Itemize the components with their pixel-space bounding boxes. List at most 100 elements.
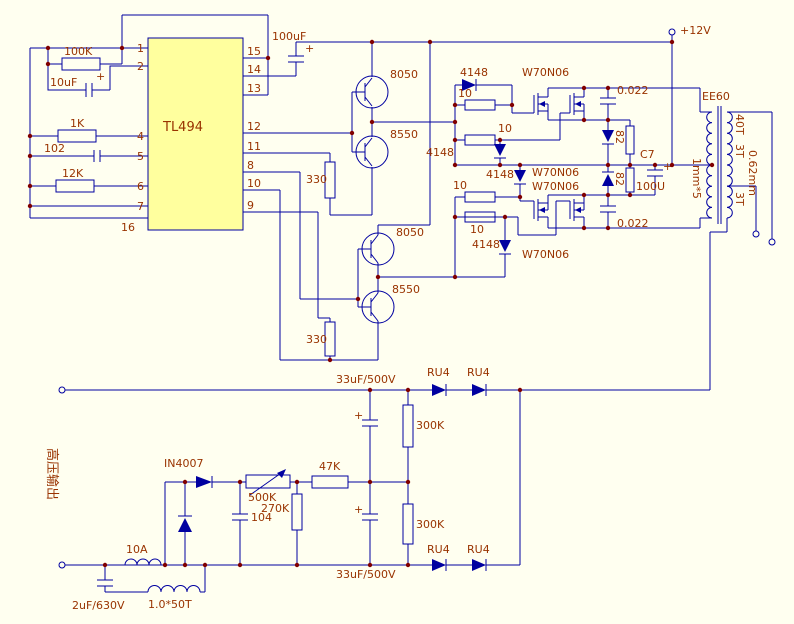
capacitor-label-33uf-2: 33uF/500V: [336, 568, 396, 581]
winding-label-1mm5: 1mm*5: [690, 158, 703, 199]
pin-label-7: 7: [137, 200, 144, 213]
transistor-label-8050-1: 8050: [390, 68, 418, 81]
hv-output-label: 高压输出: [44, 448, 60, 500]
resistor-12k: [55, 179, 95, 193]
polarity-plus-10uf: +: [96, 70, 105, 83]
resistor-10-1: [464, 99, 496, 111]
capacitor-label-104: 104: [251, 511, 272, 524]
ic-output-wiring: 100uF + +12V: [243, 24, 711, 360]
left-input-network: 100K 10uF + 1K 102 12K: [29, 14, 269, 219]
resistor-label-330-1: 330: [306, 173, 327, 186]
winding-label-3t-a: 3T: [733, 144, 746, 158]
rail-label-12v: +12V: [680, 24, 711, 37]
polarity-plus-100uf: +: [305, 42, 314, 55]
diode-label-4148-3: 4148: [486, 168, 514, 181]
resistor-300k-2: [402, 503, 414, 545]
transformer-core: [717, 106, 722, 224]
mosfet-stage: W70N06 W70N06 W70N06 W70N06: [522, 66, 585, 261]
resistor-300k-1: [402, 404, 414, 448]
resistor-10-3: [464, 191, 496, 203]
diode-4148-3: [514, 170, 526, 182]
terminal-secondary-2: [768, 238, 776, 246]
diode-label-in4007: IN4007: [164, 457, 203, 470]
resistor-label-100k: 100K: [64, 45, 93, 58]
ic-body: [147, 37, 244, 231]
pin-label-10: 10: [247, 177, 261, 190]
transistor-label-8550-1: 8550: [390, 128, 418, 141]
polarity-plus-33uf-2: +: [354, 503, 363, 516]
resistor-330-2: [324, 321, 336, 357]
polarity-plus-c7: +: [663, 160, 672, 173]
diode-label-ru4-3: RU4: [427, 543, 450, 556]
diode-label-ru4-2: RU4: [467, 366, 490, 379]
capacitor-label-102: 102: [44, 142, 65, 155]
resistor-label-300k-2: 300K: [416, 518, 445, 531]
resistor-label-270k: 270K: [261, 502, 290, 515]
mosfet-3: [533, 195, 549, 228]
coil-label-50t: 1.0*50T: [148, 598, 192, 611]
pin-label-13: 13: [247, 82, 261, 95]
mosfet-label-3: W70N06: [532, 180, 579, 193]
gate-drive-network: 4148 4148 4148 4148 10 10 10 10: [426, 66, 570, 277]
pin-label-8: 8: [247, 159, 254, 172]
capacitor-label-c7: C7: [640, 148, 655, 161]
diode-label-4148-4: 4148: [472, 238, 500, 251]
resistor-100k: [61, 57, 101, 71]
terminal-12v: [668, 28, 676, 36]
transformer-secondary-winding: [726, 111, 733, 219]
transistor-q2: [355, 135, 389, 169]
pin-label-9: 9: [247, 199, 254, 212]
resistor-47k: [311, 475, 349, 489]
pin-label-6: 6: [137, 180, 144, 193]
ic-name: TL494: [162, 120, 203, 135]
resistor-label-10-4: 10: [470, 223, 484, 236]
capacitor-label-022-1: 0.022: [617, 84, 649, 97]
resistor-82-1: [625, 125, 635, 155]
pin-label-2: 2: [137, 60, 144, 73]
fuse-label-10a: 10A: [126, 543, 148, 556]
capacitor-label-2uf: 2uF/630V: [72, 599, 125, 612]
mosfet-label-2: W70N06: [532, 166, 579, 179]
pot-label-500k: 500K: [248, 491, 277, 504]
winding-label-3t-b: 3T: [733, 192, 746, 206]
resistor-10-4: [464, 211, 496, 223]
resistor-330-1: [324, 161, 336, 199]
diode-4148-1: [462, 79, 476, 91]
pin-label-12: 12: [247, 120, 261, 133]
polarity-plus-33uf-1: +: [354, 409, 363, 422]
pin-label-16: 16: [121, 221, 135, 234]
capacitor-label-022-2: 0.022: [617, 217, 649, 230]
resistor-label-10-3: 10: [453, 179, 467, 192]
capacitor-label-33uf-1: 33uF/500V: [336, 373, 396, 386]
diode-snubber-1: [602, 130, 614, 142]
pin-label-15: 15: [247, 45, 261, 58]
resistor-label-330-2: 330: [306, 333, 327, 346]
diode-ru4-1: [432, 384, 446, 396]
pin-label-11: 11: [247, 140, 261, 153]
diode-snubber-2: [602, 174, 614, 186]
mosfet-label-4: W70N06: [522, 248, 569, 261]
diode-ru4-4: [472, 559, 486, 571]
pin-label-5: 5: [137, 150, 144, 163]
resistor-label-300k-1: 300K: [416, 419, 445, 432]
winding-label-062mm: 0.62mm: [746, 150, 759, 196]
resistor-label-1k: 1K: [70, 117, 85, 130]
terminal-hv-top: [58, 386, 66, 394]
diode-in4007: [196, 476, 212, 488]
diode-ru4-2: [472, 384, 486, 396]
diode-label-4148-1: 4148: [460, 66, 488, 79]
resistor-1k: [57, 129, 97, 143]
resistor-label-47k: 47K: [319, 460, 341, 473]
resistor-label-10-1: 10: [458, 87, 472, 100]
terminal-hv-bottom: [58, 561, 66, 569]
terminal-secondary-1: [752, 230, 760, 238]
winding-label-40t: 40T: [733, 114, 746, 135]
resistor-label-10-2: 10: [498, 122, 512, 135]
transistor-label-8550-2: 8550: [392, 283, 420, 296]
resistor-270k: [291, 493, 303, 531]
capacitor-label-100u: 100U: [636, 180, 665, 193]
resistor-82-2: [625, 167, 635, 193]
pin-label-14: 14: [247, 63, 261, 76]
